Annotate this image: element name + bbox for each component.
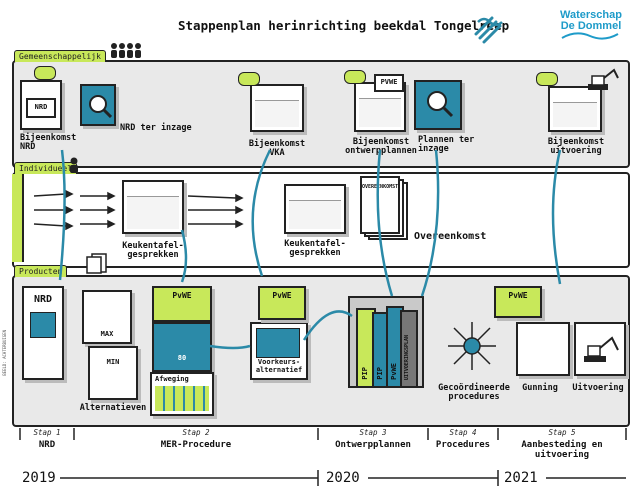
step-1-name: NRD	[38, 440, 56, 450]
year-2019: 2019	[22, 470, 56, 486]
page-title: Stappenplan herinrichting beekdal Tongel…	[178, 18, 510, 33]
excavator-icon	[584, 336, 619, 362]
gunning-scene	[516, 322, 570, 376]
person-icon	[70, 157, 78, 173]
pvwe-product-card-1: PvWE	[152, 286, 212, 322]
speech-bubble-icon	[238, 72, 260, 86]
label-nrd-inzage: NRD ter inzage	[120, 123, 192, 133]
nrd-product-title: NRD	[33, 294, 53, 305]
book-uitvoeringsplan: UITVOERINGSPLAN	[400, 310, 418, 388]
label-gecoordineerde: Gecoördineerde procedures	[438, 383, 510, 402]
logo-line-2: De Dommel	[560, 20, 622, 32]
label-bijeenkomst-uitvoering: Bijeenkomst uitvoering	[547, 137, 605, 156]
plannen-inzage-document	[414, 80, 462, 130]
label-overeenkomst: Overeenkomst	[414, 231, 487, 242]
label-bijeenkomst-vka: Bijeenkomst VKA	[248, 139, 306, 158]
logo: Waterschap De Dommel	[556, 10, 626, 32]
voorkeursalternatief-doc: Voorkeurs- alternatief	[250, 322, 308, 380]
people-group-icon	[111, 43, 141, 58]
overeenkomst-doc-header: OVEREENKOMST	[362, 184, 399, 190]
step-3-name: Ontwerpplannen	[335, 440, 411, 450]
nrd-inzage-document	[80, 84, 116, 126]
keukentafel-scene-1	[122, 180, 184, 234]
min-label: MIN	[106, 358, 120, 366]
step-4-name: Procedures	[435, 440, 491, 450]
step-3-number: Stap 3	[359, 428, 387, 437]
min-alternative-doc: MIN	[88, 346, 138, 400]
magnifier-icon	[427, 91, 454, 118]
pvwe-product-card-2: PvWE	[258, 286, 306, 320]
label-voorkeursalternatief: Voorkeurs- alternatief	[255, 358, 303, 374]
waterschap-trident-icon	[474, 16, 503, 44]
keukentafel-scene-2	[284, 184, 346, 234]
lane-tab-gemeenschappelijk: Gemeenschappelijk	[14, 50, 106, 62]
max-label: MAX	[100, 330, 114, 338]
bijeenkomst-nrd-scene: NRD	[20, 66, 62, 130]
bijeenkomst-uitvoering-scene	[536, 72, 602, 132]
afweging-table: Afweging	[150, 372, 214, 416]
eighty-product-doc: 80	[152, 322, 212, 372]
step-5-name: Aanbesteding en uitvoering	[521, 440, 603, 460]
pvwe-product-card-3: PvWE	[494, 286, 542, 318]
logo-wave-icon	[561, 32, 619, 40]
step-2-number: Stap 2	[182, 428, 210, 437]
magnifier-icon	[89, 95, 112, 118]
label-keukentafel-2: Keukentafel- gesprekken	[284, 239, 346, 258]
coordinated-procedures-icon	[448, 322, 496, 370]
uitvoering-scene	[574, 322, 626, 376]
image-credit: BEELD: ACHTERBUIGEN	[2, 330, 7, 376]
year-2020: 2020	[326, 470, 360, 486]
eighty-label: 80	[177, 354, 187, 362]
step-2-name: MER-Procedure	[160, 440, 232, 450]
label-plannen-inzage: Plannen ter inzage	[418, 135, 475, 154]
excavator-icon	[588, 68, 619, 90]
speech-bubble-icon	[344, 70, 366, 84]
individual-arrows	[33, 189, 244, 231]
label-gunning: Gunning	[522, 383, 558, 393]
step-1-number: Stap 1	[33, 428, 61, 437]
lane-tab-producten: Producten	[14, 265, 68, 277]
speech-bubble-icon	[536, 72, 558, 86]
documents-stack-icon	[86, 253, 107, 274]
bijeenkomst-ontwerp-scene: PVWE	[344, 70, 406, 132]
step-5-number: Stap 5	[548, 428, 576, 437]
label-uitvoering: Uitvoering	[572, 383, 624, 393]
label-keukentafel-1: Keukentafel- gesprekken	[122, 241, 184, 260]
step-4-number: Stap 4	[449, 428, 477, 437]
nrd-product-doc: NRD	[22, 286, 64, 380]
label-alternatieven: Alternatieven	[79, 403, 147, 413]
year-2021: 2021	[504, 470, 538, 486]
individueel-accent-bar	[12, 174, 24, 262]
speech-bubble-icon	[34, 66, 56, 80]
max-alternative-doc: MAX	[82, 290, 132, 344]
logo-line-1: Waterschap	[560, 9, 622, 21]
bijeenkomst-vka-scene	[238, 72, 304, 132]
nrd-presentation-card: NRD	[26, 98, 56, 118]
pvwe-card: PVWE	[374, 74, 404, 92]
label-bijeenkomst-nrd: Bijeenkomst NRD	[20, 133, 77, 152]
